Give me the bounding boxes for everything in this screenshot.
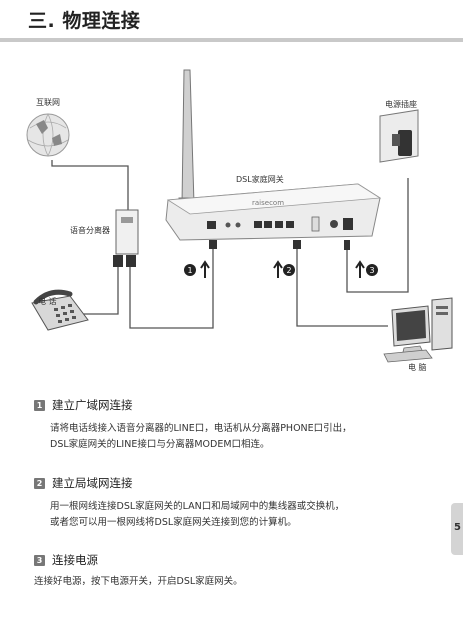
section-heading: 连接电源 — [52, 553, 98, 567]
section-heading: 建立局域网连接 — [52, 476, 133, 490]
connection-diagram: raisecom 1 2 3 — [26, 69, 453, 363]
internet-label: 互联网 — [36, 98, 60, 107]
section-line: 或者您可以用一根网线将DSL家庭网关连接到您的计算机。 — [50, 517, 297, 528]
section-number: 2 — [34, 477, 45, 489]
computer-icon — [383, 297, 453, 363]
phone-label: 电 话 — [38, 297, 57, 306]
computer-label: 电 脑 — [408, 363, 427, 372]
step-marker-3: 3 — [369, 266, 374, 275]
section-line: 用一根网线连接DSL家庭网关的LAN口和局域网中的集线器或交换机， — [50, 501, 345, 512]
section-line: DSL家庭网关的LINE接口与分离器MODEM口相连。 — [50, 439, 270, 450]
section-number: 3 — [34, 554, 45, 566]
page-number: 5 — [454, 522, 461, 533]
title-divider — [0, 38, 463, 42]
section-power: 3 连接电源 连接好电源，按下电源开关，开启DSL家庭网关。 — [34, 552, 243, 590]
internet-globe-icon — [26, 113, 70, 157]
section-heading: 建立广域网连接 — [52, 398, 133, 412]
telephone-icon — [31, 289, 89, 331]
section-number: 1 — [34, 399, 45, 411]
section-lan: 2 建立局域网连接 用一根网线连接DSL家庭网关的LAN口和局域网中的集线器或交… — [34, 475, 344, 531]
splitter-label: 语音分离器 — [70, 226, 110, 235]
step-markers: 1 2 3 — [184, 260, 378, 278]
gateway-label: DSL家庭网关 — [236, 175, 284, 184]
step-marker-1: 1 — [187, 266, 192, 275]
antenna-icon — [178, 69, 198, 211]
brand-mark: raisecom — [252, 199, 284, 207]
section-line: 请将电话线接入语音分离器的LINE口，电话机从分离器PHONE口引出， — [50, 423, 352, 434]
voice-splitter-icon — [113, 209, 139, 267]
power-outlet-icon — [379, 109, 419, 163]
page-title: 三. 物理连接 — [28, 10, 141, 32]
power-outlet-label: 电源插座 — [385, 100, 417, 109]
dsl-gateway-device: raisecom — [165, 183, 382, 250]
step-marker-2: 2 — [286, 266, 291, 275]
section-wan: 1 建立广域网连接 请将电话线接入语音分离器的LINE口，电话机从分离器PHON… — [34, 397, 352, 453]
page-tab — [451, 503, 463, 555]
section-line: 连接好电源，按下电源开关，开启DSL家庭网关。 — [34, 576, 243, 587]
